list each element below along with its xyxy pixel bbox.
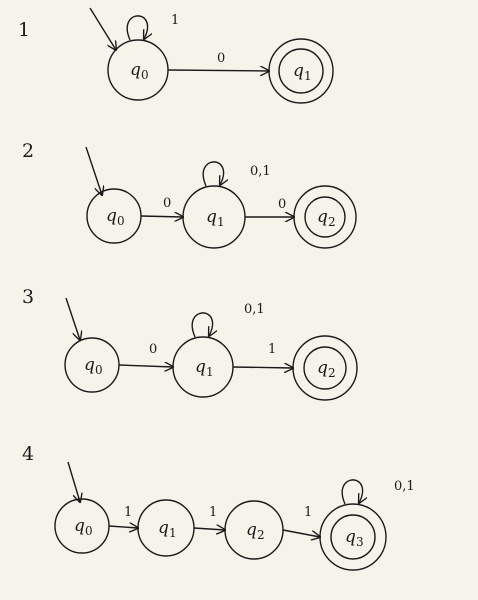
transition-q1-q1: 0,1 xyxy=(202,161,271,186)
state-subscript: 0 xyxy=(141,68,149,82)
transition-label: 0,1 xyxy=(244,302,265,317)
state-name: q xyxy=(317,207,328,227)
state-name: q xyxy=(106,206,117,226)
accepting-inner-circle xyxy=(303,346,347,390)
self-loop-arrow xyxy=(191,312,212,337)
state-name: q xyxy=(345,527,356,547)
accepting-inner-circle xyxy=(304,196,346,238)
transition-label: 1 xyxy=(171,13,179,28)
transition-q1-q1: 0,1 xyxy=(191,302,265,337)
state-name: q xyxy=(317,358,328,378)
transition-arrow xyxy=(282,529,320,537)
state-name: q xyxy=(206,207,217,227)
transition-arrow xyxy=(193,528,225,530)
transition-label: 1 xyxy=(209,505,217,520)
start-arrow xyxy=(67,461,80,502)
start-arrow xyxy=(89,7,116,50)
transition-q0-q0: 1 xyxy=(126,13,179,40)
transition-q1-q2: 0 xyxy=(245,197,294,217)
transition-label: 1 xyxy=(268,342,276,357)
transition-arrow xyxy=(167,70,269,71)
transition-q0-q1: 0 xyxy=(118,342,173,367)
state-subscript: 0 xyxy=(95,363,103,377)
accepting-inner-circle xyxy=(330,514,376,560)
transition-label: 1 xyxy=(124,505,132,520)
transition-q0-q1: 0 xyxy=(167,51,269,71)
state-name: q xyxy=(293,61,304,81)
state-name: q xyxy=(246,520,257,540)
transition-label: 0 xyxy=(163,196,171,211)
transition-q0-q1: 1 xyxy=(108,505,138,528)
state-subscript: 0 xyxy=(85,524,93,538)
self-loop-arrow xyxy=(126,15,147,40)
self-loop-arrow xyxy=(341,479,362,504)
state-name: q xyxy=(158,518,169,538)
state-subscript: 2 xyxy=(328,366,336,380)
diagram-number: 1 xyxy=(18,19,30,41)
diagram-number: 3 xyxy=(22,286,34,308)
transition-q3-q3: 0,1 xyxy=(341,479,415,504)
transition-arrow xyxy=(232,367,293,368)
state-subscript: 1 xyxy=(169,526,177,540)
state-name: q xyxy=(84,355,95,375)
state-name: q xyxy=(195,357,206,377)
transition-arrow xyxy=(108,526,138,528)
state-subscript: 3 xyxy=(356,535,364,549)
state-name: q xyxy=(74,516,85,536)
transition-label: 0,1 xyxy=(394,479,415,494)
self-loop-arrow xyxy=(202,161,223,186)
transition-label: 1 xyxy=(304,505,312,520)
state-subscript: 1 xyxy=(304,69,312,83)
state-subscript: 0 xyxy=(117,214,125,228)
state-subscript: 2 xyxy=(257,528,265,542)
state-subscript: 2 xyxy=(328,215,336,229)
transition-arrow xyxy=(140,216,183,217)
state-name: q xyxy=(130,60,141,80)
diagram-number: 2 xyxy=(22,140,34,162)
transition-label: 0 xyxy=(278,197,286,212)
transition-q2-q3: 1 xyxy=(282,505,320,537)
transition-arrow xyxy=(118,365,173,367)
state-subscript: 1 xyxy=(217,215,225,229)
start-arrow xyxy=(85,146,102,195)
transition-label: 0,1 xyxy=(250,164,271,179)
transition-label: 0 xyxy=(149,342,157,357)
start-arrow xyxy=(65,297,80,340)
transition-q1-q2: 1 xyxy=(232,342,293,368)
accepting-inner-circle xyxy=(278,48,324,94)
transition-q0-q1: 0 xyxy=(140,196,183,217)
transition-q1-q2: 1 xyxy=(193,505,225,530)
transition-label: 0 xyxy=(217,51,225,66)
state-subscript: 1 xyxy=(206,365,214,379)
diagram-number: 4 xyxy=(22,443,34,465)
